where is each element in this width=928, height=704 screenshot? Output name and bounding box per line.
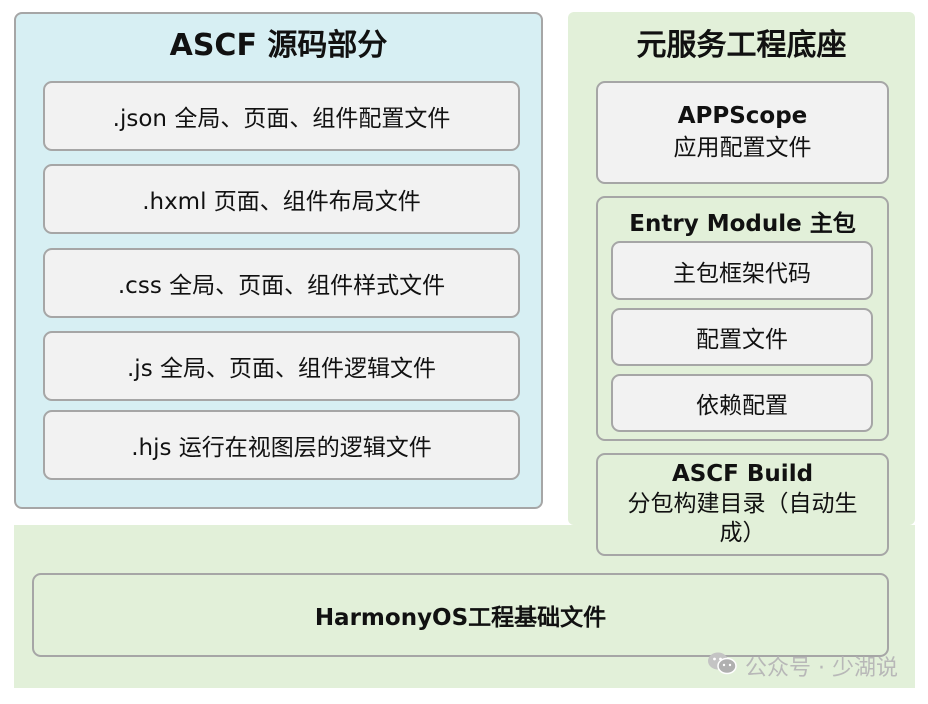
ascf-build-subtitle-line2: 成） — [719, 520, 766, 547]
file-hjs-label: .hjs 运行在视图层的逻辑文件 — [131, 435, 432, 461]
file-css-box: .css 全局、页面、组件样式文件 — [43, 248, 520, 318]
appscope-box: APPScope 应用配置文件 — [596, 81, 889, 184]
file-js-label: .js 全局、页面、组件逻辑文件 — [127, 356, 436, 382]
watermark: 公众号 · 少湖说 — [707, 650, 898, 682]
entry-item-label: 主包框架代码 — [673, 260, 811, 287]
entry-item-label: 依赖配置 — [696, 393, 788, 419]
file-hxml-label: .hxml 页面、组件布局文件 — [142, 189, 421, 215]
file-css-label: .css 全局、页面、组件样式文件 — [117, 273, 446, 299]
watermark-text: 公众号 · 少湖说 — [745, 656, 898, 681]
project-base-title: 元服务工程底座 — [636, 28, 847, 63]
file-hjs-box: .hjs 运行在视图层的逻辑文件 — [43, 410, 520, 480]
entry-item-dependency-config: 依赖配置 — [611, 374, 873, 432]
appscope-title: APPScope — [677, 103, 808, 130]
entry-module-title: Entry Module 主包 — [629, 211, 856, 237]
entry-item-config-files: 配置文件 — [611, 308, 873, 366]
appscope-subtitle: 应用配置文件 — [673, 134, 812, 161]
file-js-box: .js 全局、页面、组件逻辑文件 — [43, 331, 520, 401]
entry-item-framework-code: 主包框架代码 — [611, 241, 873, 300]
harmonyos-base-box: HarmonyOS工程基础文件 — [32, 573, 889, 657]
harmonyos-base-label: HarmonyOS工程基础文件 — [314, 605, 607, 631]
entry-item-label: 配置文件 — [696, 327, 788, 353]
ascf-build-subtitle-line1: 分包构建目录（自动生 — [627, 490, 858, 517]
file-json-box: .json 全局、页面、组件配置文件 — [43, 81, 520, 151]
wechat-icon — [707, 650, 737, 682]
ascf-source-title: ASCF 源码部分 — [169, 28, 388, 63]
file-hxml-box: .hxml 页面、组件布局文件 — [43, 164, 520, 234]
ascf-build-title: ASCF Build — [671, 460, 814, 487]
ascf-build-box: ASCF Build 分包构建目录（自动生 成） — [596, 453, 889, 556]
file-json-label: .json 全局、页面、组件配置文件 — [112, 106, 451, 132]
